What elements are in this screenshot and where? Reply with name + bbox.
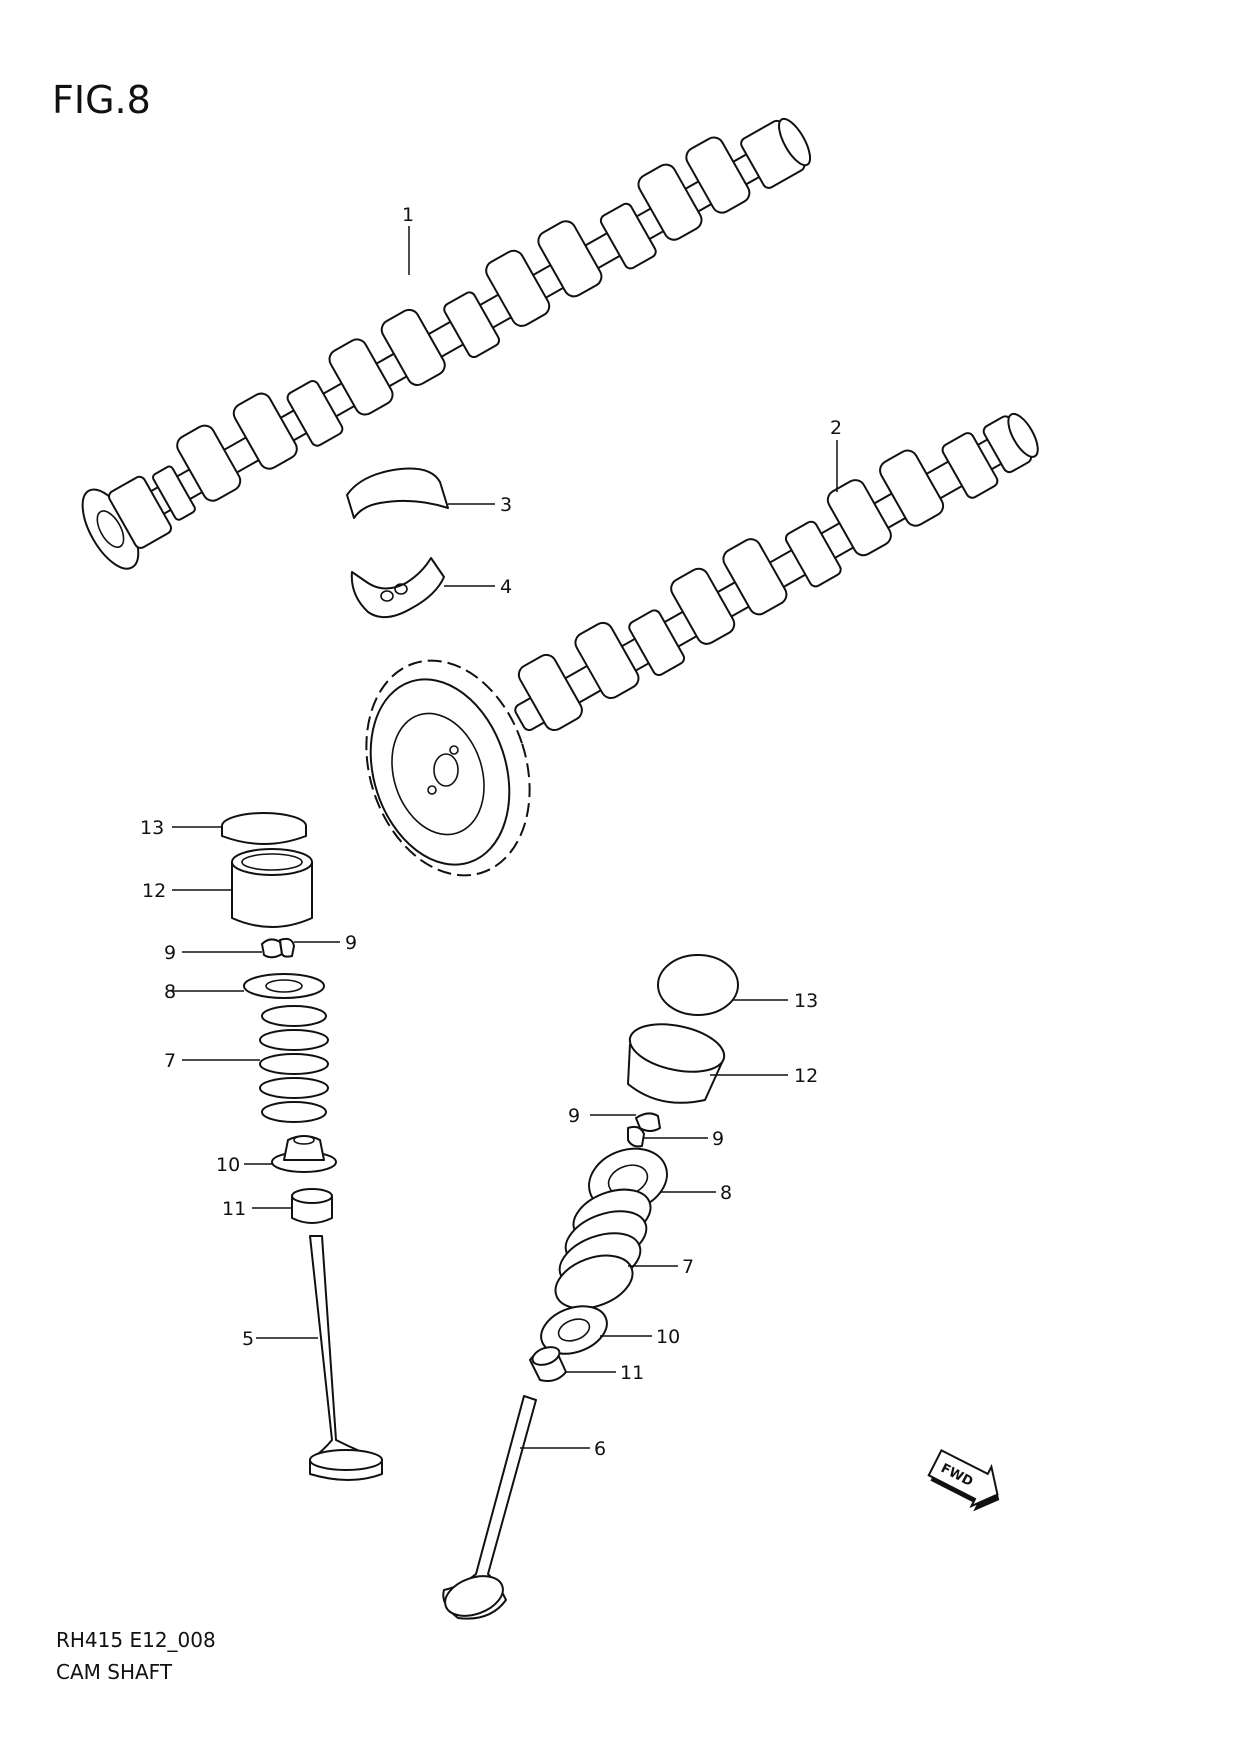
bearing-lower-4: 4 [350, 557, 512, 619]
spring-7-right: 7 [554, 1188, 694, 1310]
callout-7-left: 7 [164, 1050, 176, 1072]
callout-3: 3 [500, 494, 512, 516]
retainer-8-left: 8 [164, 973, 325, 1003]
callout-8-right: 8 [720, 1182, 732, 1204]
callout-6: 6 [594, 1438, 606, 1460]
fwd-arrow: FWD [927, 1448, 1000, 1512]
figure-code: RH415 E12_008 [56, 1628, 216, 1652]
camshaft-1: 1 [81, 117, 812, 570]
callout-1: 1 [402, 204, 414, 226]
spring-7-left: 7 [164, 1005, 329, 1123]
callout-13-left: 13 [140, 817, 164, 839]
callout-10-right: 10 [656, 1326, 680, 1348]
callout-13-right: 13 [794, 990, 818, 1012]
callout-5: 5 [242, 1328, 254, 1350]
callout-12-left: 12 [142, 880, 166, 902]
spring-seat-10-right: 10 [540, 1305, 680, 1355]
callout-7-right: 7 [682, 1256, 694, 1278]
cam-sprocket [365, 659, 531, 877]
callout-11-right: 11 [620, 1362, 644, 1384]
cotter-9-left: 9 9 [164, 932, 357, 964]
cotter-9-right: 9 9 [568, 1105, 724, 1150]
tappet-12-left: 12 [142, 848, 313, 928]
callout-12-right: 12 [794, 1065, 818, 1087]
callout-4: 4 [500, 576, 512, 598]
figure-caption: CAM SHAFT [56, 1660, 173, 1684]
callout-10-left: 10 [216, 1154, 240, 1176]
callout-9-left-b: 9 [345, 932, 357, 954]
callout-9-left-a: 9 [164, 942, 176, 964]
callout-9-right-a: 9 [568, 1105, 580, 1127]
callout-11-left: 11 [222, 1198, 246, 1220]
seal-11-left: 11 [222, 1188, 333, 1224]
callout-2: 2 [830, 417, 842, 439]
figure-title: FIG.8 [52, 78, 151, 122]
bearing-upper-3: 3 [346, 467, 512, 519]
callout-9-right-b: 9 [712, 1128, 724, 1150]
valve-5: 5 [242, 1235, 383, 1481]
valve-6: 6 [442, 1395, 606, 1620]
tappet-12-right: 12 [627, 1023, 818, 1104]
seal-11-right: 11 [529, 1346, 644, 1384]
shim-13-left: 13 [140, 812, 307, 845]
callout-8-left: 8 [164, 981, 176, 1003]
camshaft-2: 2 [365, 412, 1039, 877]
spring-seat-10-left: 10 [216, 1135, 337, 1176]
shim-13-right: 13 [657, 954, 818, 1016]
